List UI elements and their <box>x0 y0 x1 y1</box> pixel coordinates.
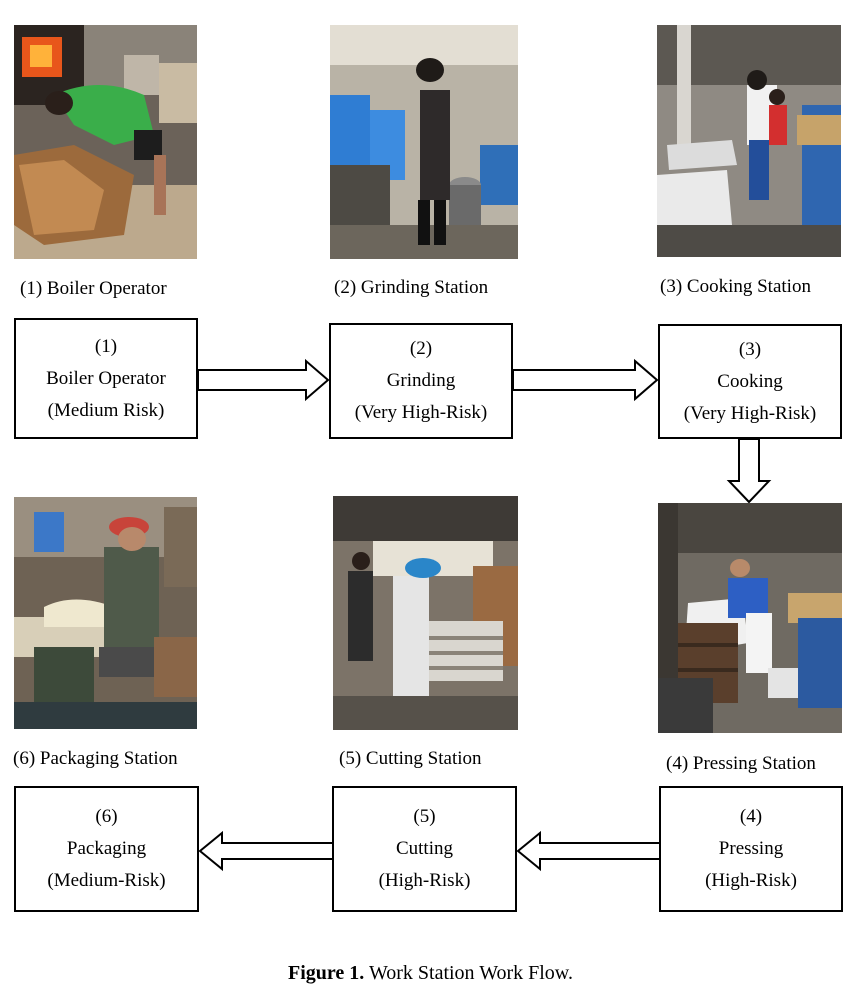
station-name: Cooking <box>717 370 783 392</box>
photo-cutting-station <box>333 496 518 730</box>
arrow-right-2-to-3 <box>512 358 659 402</box>
station-box-packaging: (6) Packaging (Medium-Risk) <box>14 786 199 912</box>
station-risk: (Medium Risk) <box>47 399 165 421</box>
station-number: (3) <box>738 338 762 360</box>
station-box-grinding: (2) Grinding (Very High-Risk) <box>329 323 513 439</box>
station-name: Packaging <box>66 838 147 859</box>
station-risk: (Very High-Risk) <box>683 402 817 424</box>
arrow-right-1-to-2 <box>197 358 330 402</box>
station-number: (4) <box>739 806 763 827</box>
station-name: Grinding <box>386 370 456 391</box>
station-risk: (High-Risk) <box>705 870 797 891</box>
photo-grinding-station <box>330 25 518 259</box>
station-name: Boiler Operator <box>46 367 166 389</box>
station-box-cutting: (5) Cutting (High-Risk) <box>332 786 517 912</box>
station-number: (2) <box>409 338 433 359</box>
arrow-left-4-to-5 <box>516 830 661 872</box>
station-number: (6) <box>95 806 118 827</box>
station-name: Pressing <box>718 838 784 859</box>
station-risk: (High-Risk) <box>378 870 471 891</box>
figure-title: Work Station Work Flow. <box>364 962 573 984</box>
arrow-down-3-to-4 <box>726 438 772 504</box>
station-risk: (Very High-Risk) <box>354 402 488 423</box>
photo-boiler-operator <box>14 25 197 259</box>
photo-caption: (5) Cutting Station <box>339 748 482 769</box>
station-risk: (Medium-Risk) <box>47 870 166 891</box>
station-number: (5) <box>413 806 436 827</box>
photo-caption: (1) Boiler Operator <box>20 278 167 299</box>
photo-pressing-station <box>658 503 842 733</box>
arrow-left-5-to-6 <box>198 830 334 872</box>
station-number: (1) <box>94 335 118 357</box>
figure-label: Figure 1. <box>288 962 365 984</box>
photo-caption: (2) Grinding Station <box>334 277 489 298</box>
figure-caption: Figure 1. Work Station Work Flow. <box>0 962 861 985</box>
station-name: Cutting <box>395 838 453 859</box>
photo-caption: (3) Cooking Station <box>660 276 811 297</box>
photo-packaging-station <box>14 497 197 729</box>
photo-cooking-station <box>657 25 841 257</box>
photo-caption: (4) Pressing Station <box>666 753 816 774</box>
station-box-boiler-operator: (1) Boiler Operator (Medium Risk) <box>14 318 198 439</box>
station-box-cooking: (3) Cooking (Very High-Risk) <box>658 324 842 439</box>
station-box-pressing: (4) Pressing (High-Risk) <box>659 786 843 912</box>
photo-caption: (6) Packaging Station <box>13 748 178 769</box>
